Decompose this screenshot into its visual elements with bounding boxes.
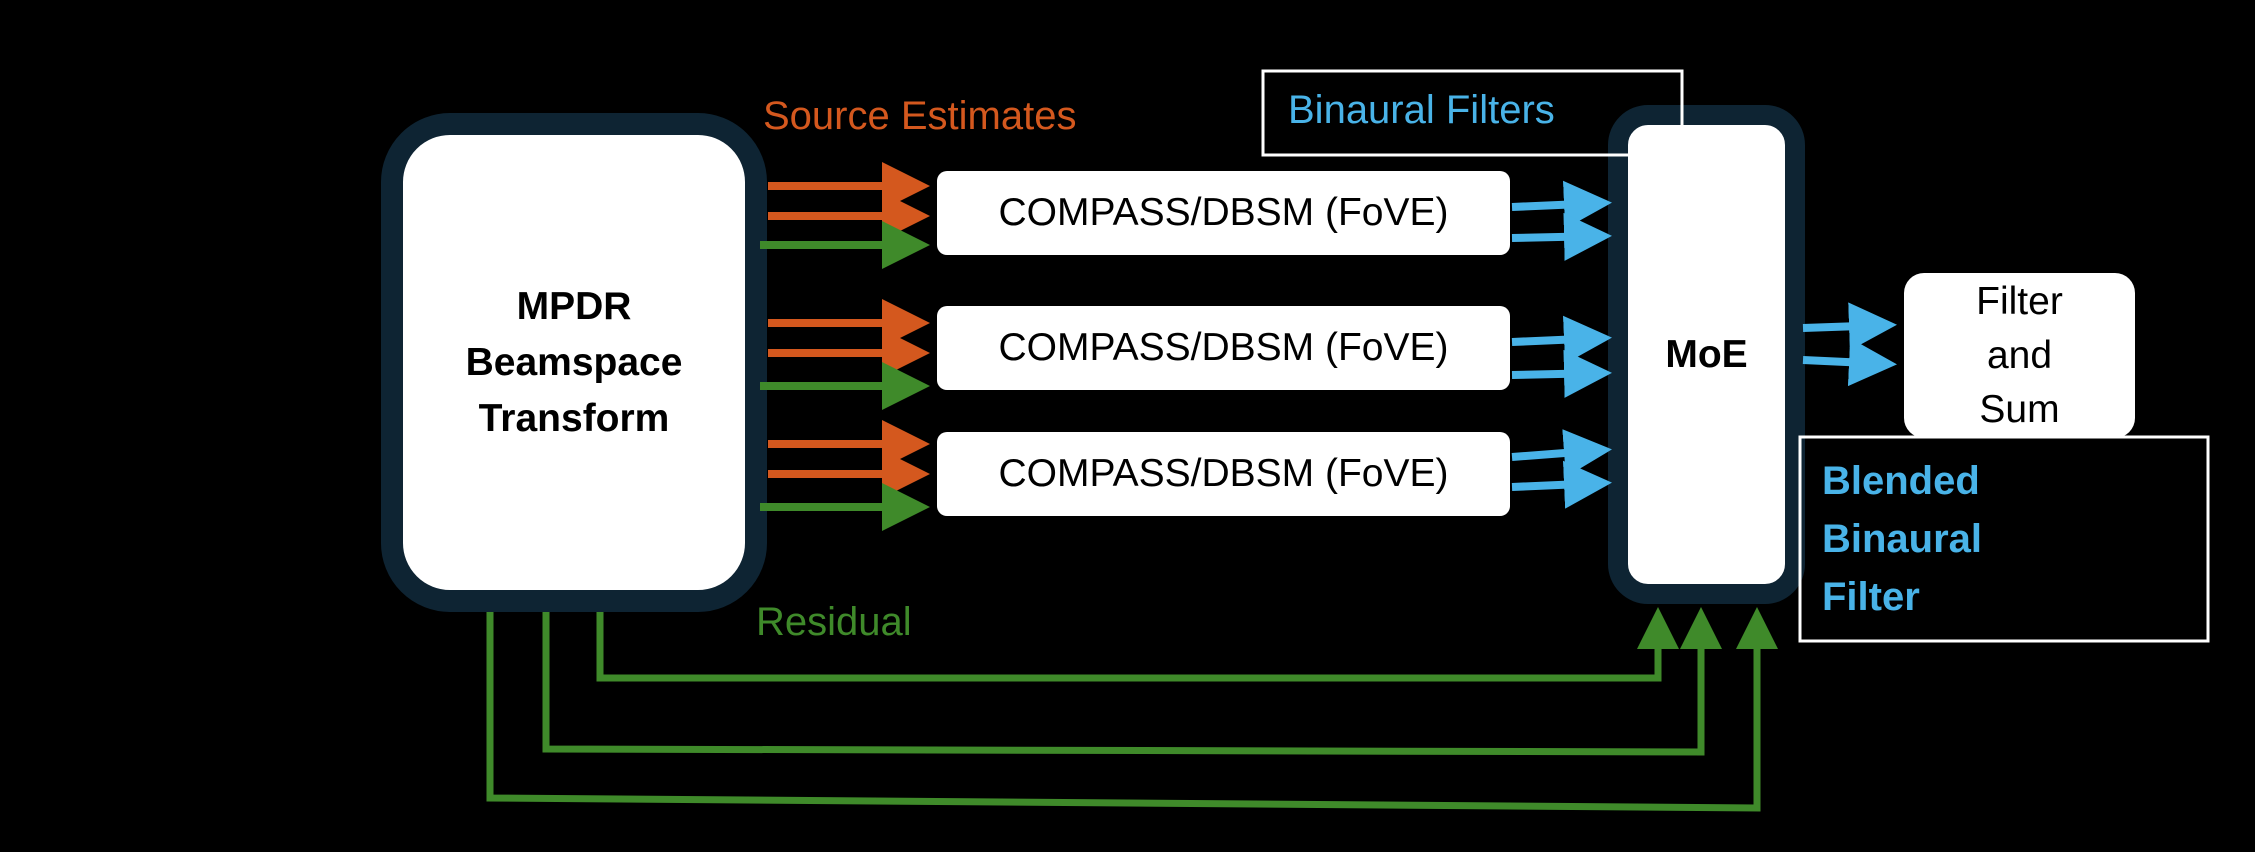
- residual-arrows-to-compass: [760, 221, 930, 531]
- compass-block-3: [937, 432, 1510, 516]
- blended-line-3: Filter: [1822, 575, 1920, 619]
- compass-label-2: COMPASS/DBSM (FoVE): [998, 326, 1449, 369]
- source-estimate-arrows: [768, 162, 930, 498]
- binaural-filters-label-box: [1261, 69, 1684, 157]
- compass-label-3: COMPASS/DBSM (FoVE): [998, 452, 1449, 495]
- compass-block-1: [937, 171, 1510, 255]
- compass-label-1: COMPASS/DBSM (FoVE): [998, 191, 1449, 234]
- moe-label: MoE: [1665, 332, 1748, 376]
- mpdr-line-1: MPDR: [516, 284, 632, 328]
- binaural-filters-label: Binaural Filters: [1288, 88, 1555, 132]
- filter-sum-line-2: and: [1986, 333, 2053, 377]
- source-estimates-label: Source Estimates: [763, 94, 1077, 138]
- compass-block-2: [937, 306, 1510, 390]
- mpdr-line-3: Transform: [478, 396, 670, 440]
- moe-output-arrows: [1802, 302, 1897, 387]
- blended-line-1: Blended: [1822, 459, 1980, 503]
- filter-sum-label: Filter and Sum: [1904, 273, 2135, 438]
- mpdr-block: [381, 113, 767, 612]
- moe-block: [1608, 105, 1805, 604]
- filter-sum-line-3: Sum: [1979, 387, 2060, 431]
- residual-label: Residual: [756, 600, 912, 644]
- blended-line-2: Binaural: [1822, 517, 1983, 561]
- blended-filter-label-box: [1798, 435, 2210, 643]
- residual-paths-to-moe: [486, 607, 1778, 812]
- mpdr-line-2: Beamspace: [465, 340, 683, 384]
- filter-sum-block: [1904, 273, 2135, 438]
- binaural-filter-arrows: [1511, 180, 1612, 509]
- blended-binaural-filter-label: Blended Binaural Filter: [1822, 452, 1982, 626]
- filter-sum-line-1: Filter: [1976, 279, 2063, 323]
- mpdr-label: MPDR Beamspace Transform: [392, 124, 756, 601]
